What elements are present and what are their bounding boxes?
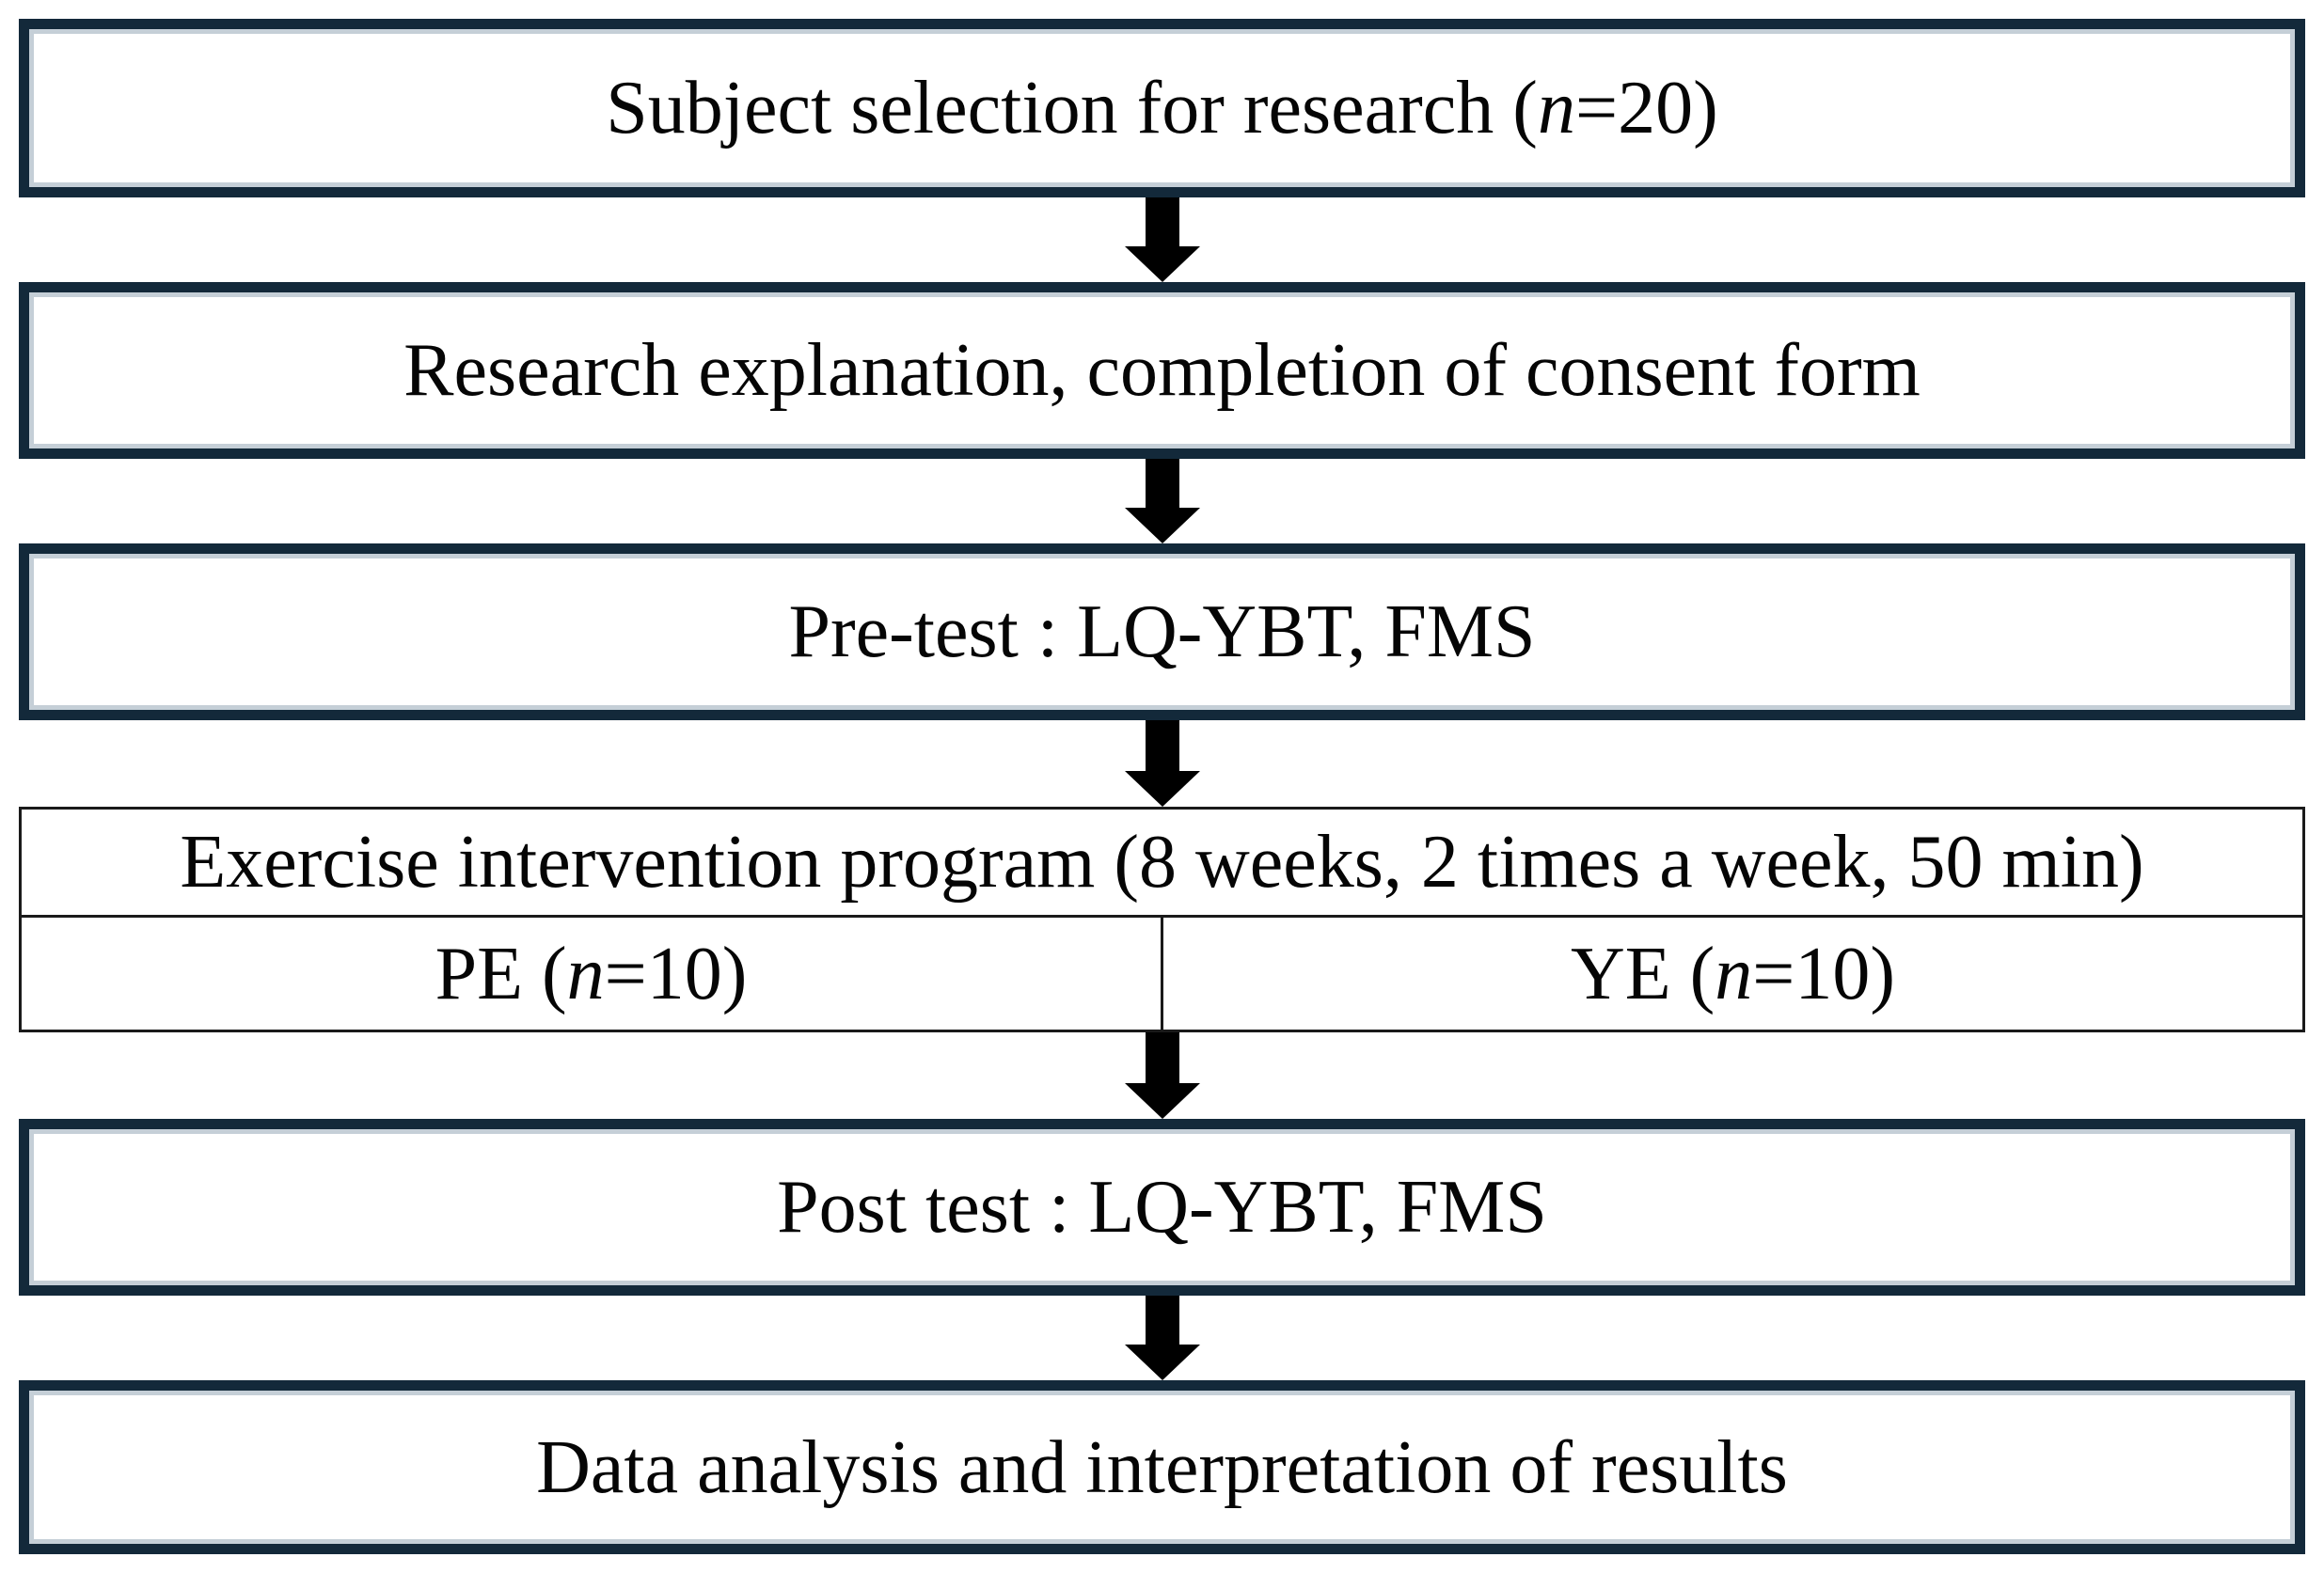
arrow-down-icon [19,1296,2305,1380]
arrow-down-icon [19,1032,2305,1119]
group-ye-text: YE (n=10) [1571,933,1895,1015]
italic-n: n [1537,67,1575,149]
arrow-stem [1145,197,1179,246]
box-analysis: Data analysis and interpretation of resu… [19,1380,2305,1554]
box-posttest-text: Post test : LQ-YBT, FMS [777,1166,1547,1249]
box-pretest-text: Pre-test : LQ-YBT, FMS [788,590,1536,673]
text-part: PE ( [435,932,567,1015]
intervention-groups-row: PE (n=10) YE (n=10) [22,918,2302,1030]
box-consent-text: Research explanation, completion of cons… [403,329,1921,412]
arrow-stem [1145,459,1179,508]
arrow-stem [1145,720,1179,771]
text-part: =10) [1752,932,1896,1015]
box-pretest: Pre-test : LQ-YBT, FMS [19,543,2305,720]
intervention-title-text: Exercise intervention program (8 weeks, … [180,821,2144,904]
arrow-down-icon [19,459,2305,543]
arrow-head [1124,508,1200,543]
arrow-down-icon [19,720,2305,807]
intervention-title-row: Exercise intervention program (8 weeks, … [22,810,2302,918]
arrow-stem [1145,1296,1179,1345]
box-consent: Research explanation, completion of cons… [19,282,2305,459]
arrow-head [1124,1083,1200,1119]
arrow-stem [1145,1032,1179,1083]
italic-n: n [1715,932,1753,1015]
text-part: =20) [1574,67,1718,149]
group-cell-ye: YE (n=10) [1161,918,2302,1030]
text-part: Subject selection for research ( [606,67,1538,149]
group-cell-pe: PE (n=10) [22,918,1161,1030]
italic-n: n [566,932,605,1015]
box-intervention: Exercise intervention program (8 weeks, … [19,807,2305,1032]
box-analysis-text: Data analysis and interpretation of resu… [536,1425,1788,1509]
arrow-down-icon [19,197,2305,282]
arrow-head [1124,771,1200,807]
box-subject-selection-text: Subject selection for research (n=20) [606,67,1717,149]
text-part: =10) [604,932,748,1015]
text-part: YE ( [1570,932,1715,1015]
box-subject-selection: Subject selection for research (n=20) [19,19,2305,197]
arrow-head [1124,1345,1200,1380]
arrow-head [1124,246,1200,282]
group-pe-text: PE (n=10) [435,933,748,1015]
box-posttest: Post test : LQ-YBT, FMS [19,1119,2305,1296]
